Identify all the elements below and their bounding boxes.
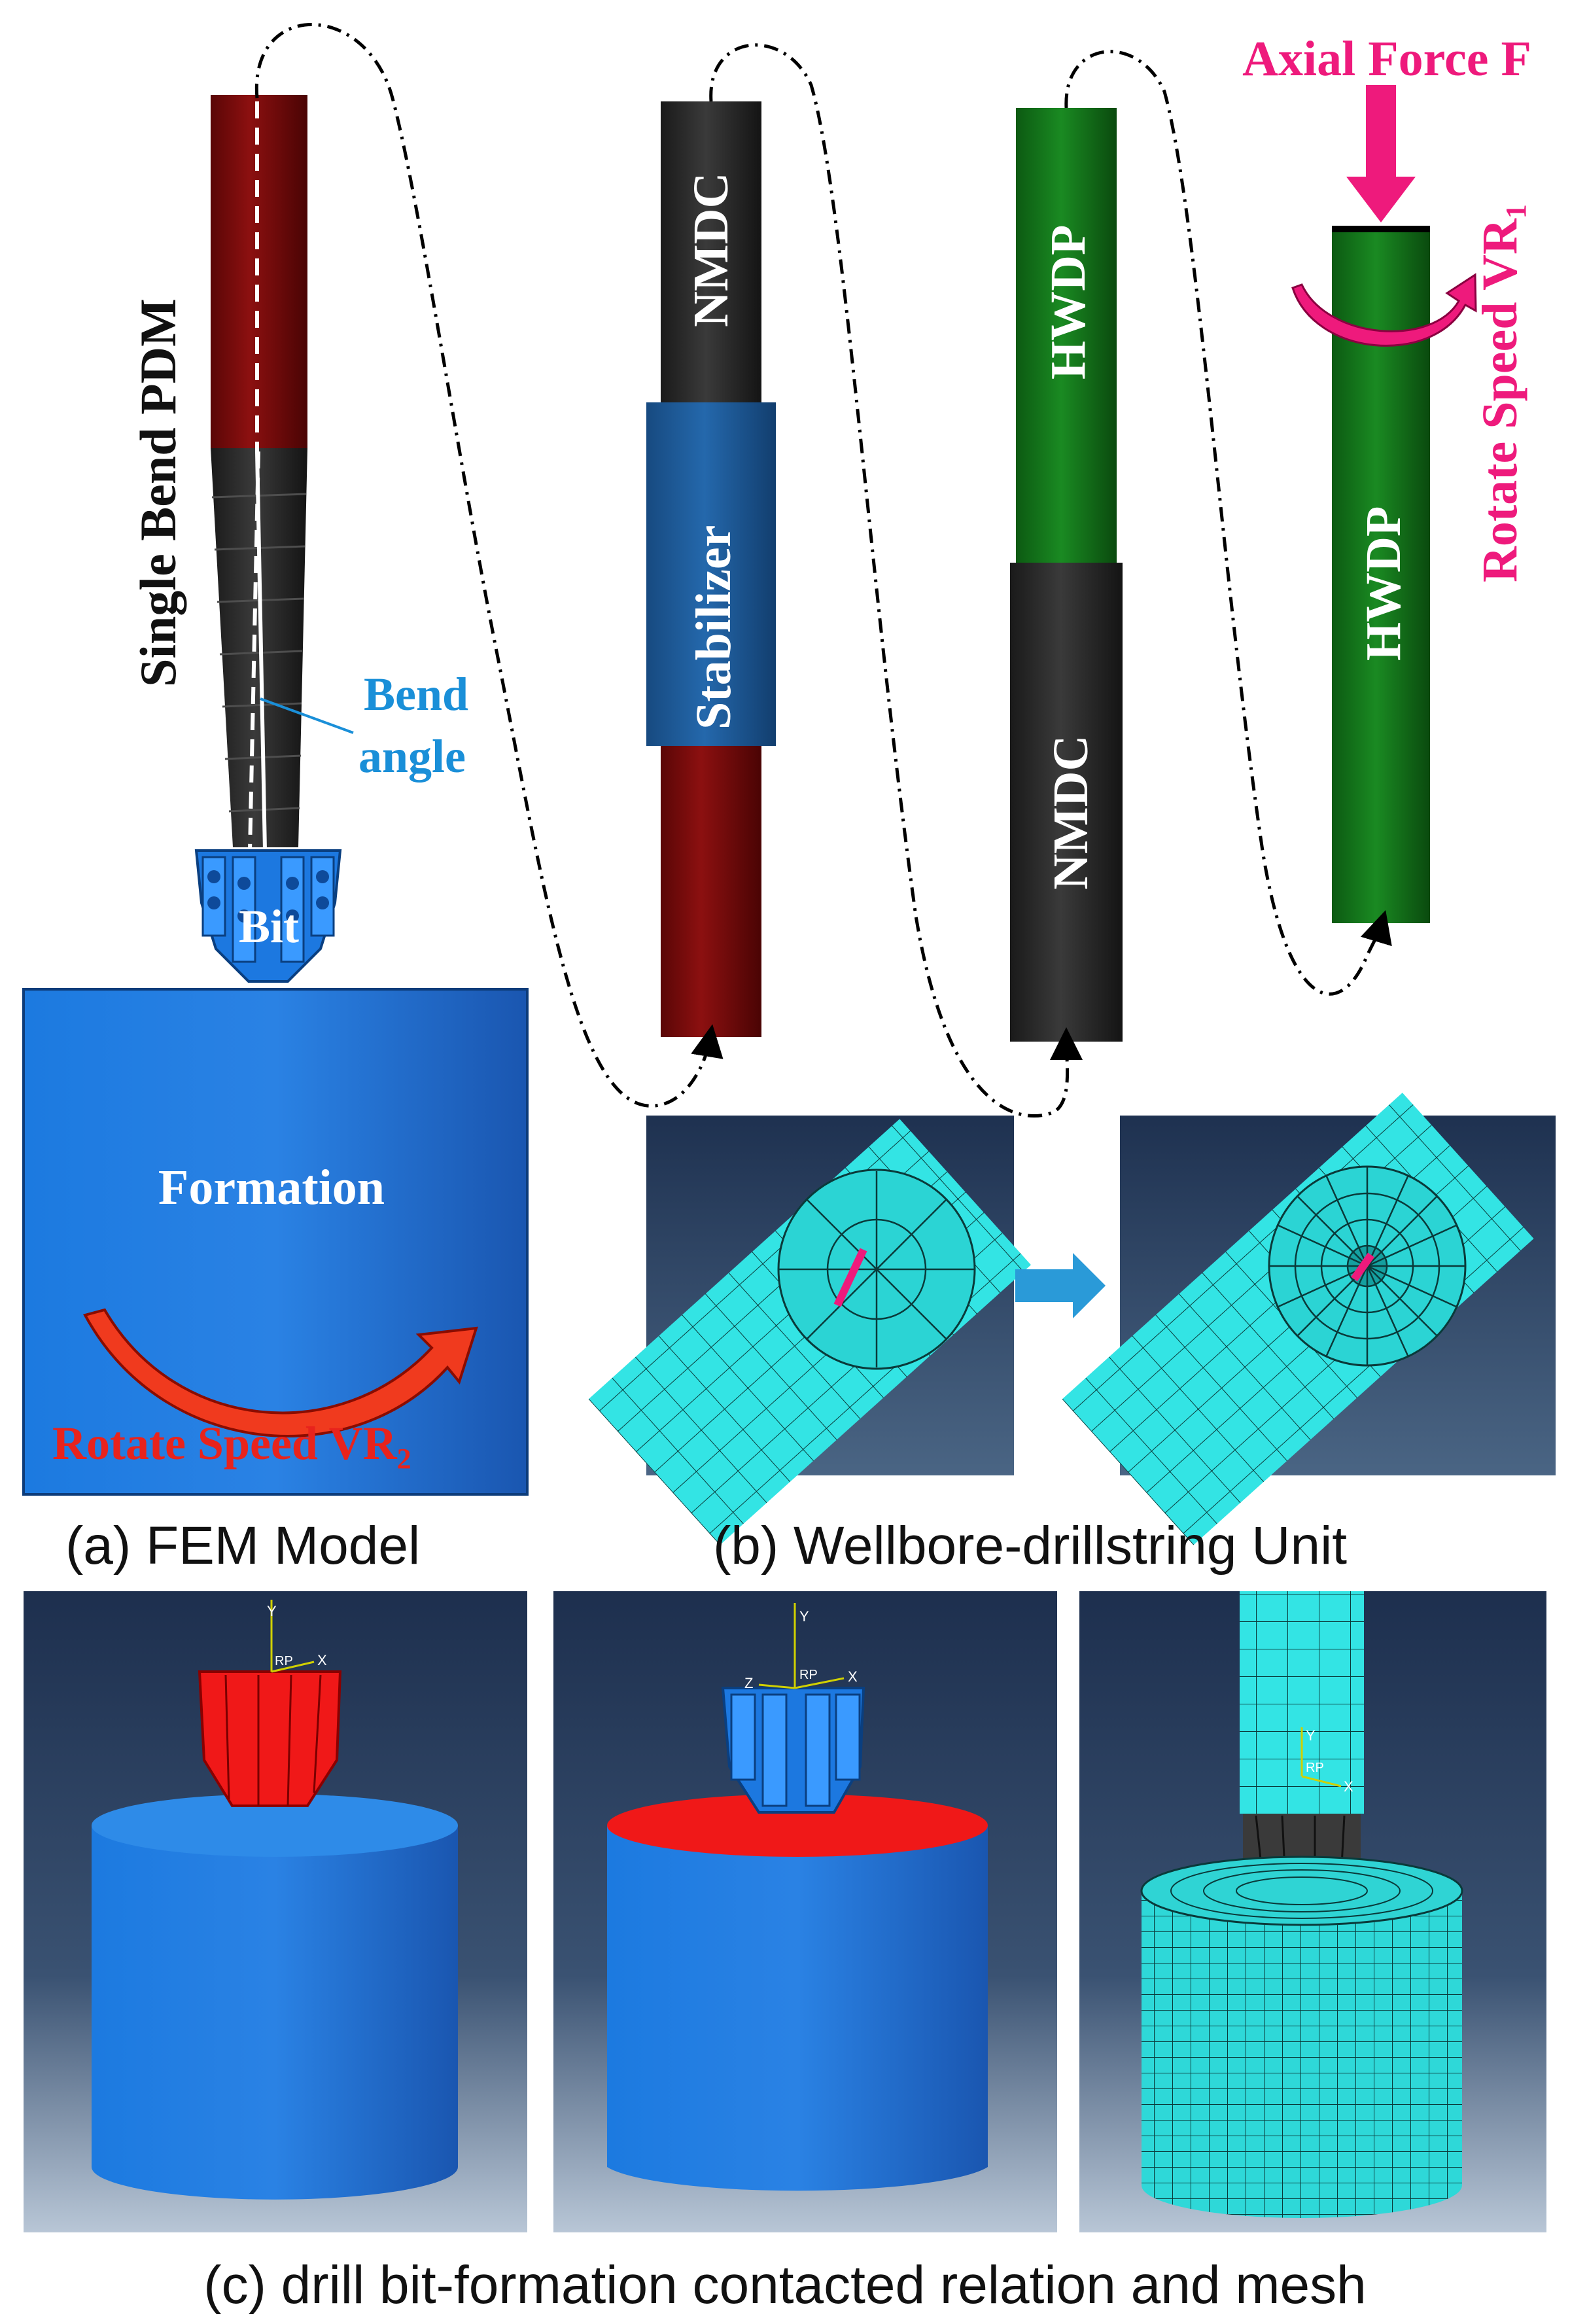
blue-bit: [721, 1687, 865, 1814]
pdm-label: Single Bend PDM: [130, 298, 186, 687]
formation-rotate-label: Rotate Speed VR2: [52, 1417, 411, 1475]
triad-x-label: X: [317, 1652, 327, 1668]
bent-axis-line: [248, 451, 260, 851]
axial-force-arrow: [1346, 85, 1416, 222]
panel-a: Single Bend PDM Bend angle Bit Formation…: [22, 95, 529, 1576]
axial-force-label: Axial Force F: [1242, 31, 1531, 86]
panel-b: NMDC Stabilizer HWDP NMDC HWDP Axial For…: [254, 23, 1556, 1576]
connector-pdm-to-col1: [254, 23, 724, 1108]
red-bit: [198, 1670, 342, 1807]
col3-top-cap: [1332, 226, 1430, 232]
triad-x-axis: [271, 1661, 315, 1673]
pipe-rotate-label: Rotate Speed VR1: [1473, 204, 1532, 582]
col1-nmdc-label: NMDC: [684, 173, 739, 327]
triad-z-label-2: Z: [744, 1675, 753, 1691]
col2-hwdp-label: HWDP: [1041, 225, 1096, 379]
connector-col1-to-col2: [709, 43, 1083, 1118]
panel-a-caption: (a) FEM Model: [65, 1516, 420, 1576]
mesh-view: Y X RP: [1079, 1591, 1546, 2232]
mesh-inset-refined: [1062, 1093, 1556, 1545]
contact-view-bit-master: Y X RP: [24, 1591, 527, 2232]
triad-x-label-2: X: [848, 1668, 858, 1685]
bend-angle-pointer: [260, 697, 354, 734]
bit-label: Bit: [239, 900, 299, 953]
formation-rotate-subscript: 2: [397, 1443, 411, 1475]
col1-stabilizer-label: Stabilizer: [686, 525, 741, 730]
col1-stabilizer: [646, 402, 776, 746]
panel-b-caption: (b) Wellbore-drillstring Unit: [713, 1516, 1347, 1576]
pipe-rotation-arrow: [1291, 273, 1477, 347]
panel-c-caption: (c) drill bit-formation contacted relati…: [203, 2255, 1366, 2315]
triad-x-axis-2: [794, 1677, 845, 1689]
mesh-inset-coarse: [588, 1116, 1031, 1545]
formation-rotation-arrow: [83, 1308, 478, 1437]
col3-hwdp-label: HWDP: [1356, 506, 1411, 661]
drill-bit: [194, 849, 342, 983]
triad-rp-label: RP: [275, 1654, 293, 1668]
pipe-rotate-subscript: 1: [1500, 204, 1532, 219]
col2-nmdc-pipe: [1010, 563, 1123, 1042]
triad-z-axis-2: [758, 1683, 795, 1689]
contact-view-formation-slave: Y X Z RP: [553, 1591, 1057, 2232]
triad-y-label-3: Y: [1306, 1727, 1316, 1744]
col2-nmdc-label: NMDC: [1043, 735, 1098, 890]
triad-x-label-3: X: [1344, 1778, 1353, 1795]
formation-label: Formation: [158, 1160, 385, 1215]
refine-arrow: [1015, 1253, 1106, 1318]
col2-hwdp-pipe: [1016, 108, 1117, 563]
triad-rp-label-2: RP: [799, 1668, 818, 1682]
panel-c: Y X RP Y X Z RP: [24, 1591, 1546, 2315]
triad-x-axis-3: [1301, 1775, 1342, 1787]
bend-angle-label-line2: angle: [358, 730, 466, 783]
formation-block: [22, 988, 529, 1496]
bend-angle-label-line1: Bend: [364, 668, 468, 720]
triad-rp-label-3: RP: [1306, 1761, 1324, 1775]
col1-lower-pipe: [661, 746, 761, 1037]
connector-lines: [254, 23, 1392, 1118]
triad-y-label: Y: [267, 1603, 277, 1619]
col1-nmdc-pipe: [661, 101, 761, 402]
triad-y-label-2: Y: [799, 1608, 809, 1625]
